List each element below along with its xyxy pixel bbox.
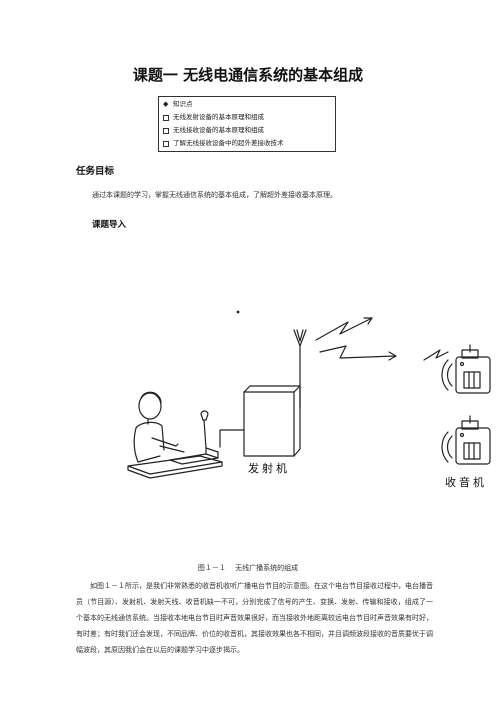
stray-dot [236, 310, 240, 314]
task-goal-text: 通过本课题的学习，掌握无线通信系统的基本组成，了解超外差接收基本原理。 [92, 191, 337, 199]
body-paragraph: 如图１－１所示，是我们非常熟悉的收音机收听广播电台节目的示意图。在这个电台节目接… [76, 582, 433, 654]
knowledge-item: 无线发射设备的基本原理和组成 [163, 111, 331, 124]
radio-wave-bolt-icon [319, 345, 397, 359]
transmitter-cabinet [243, 391, 295, 457]
desk-front [127, 461, 223, 479]
task-goal-heading: 任务目标 [76, 166, 115, 177]
knowledge-item: 无线接收设备的基本原理和组成 [163, 124, 331, 137]
radio-receiver-icon [441, 415, 491, 465]
knowledge-item-text: 无线发射设备的基本原理和组成 [173, 113, 264, 121]
checkbox-icon [163, 140, 169, 147]
microphone-icon [200, 410, 209, 449]
intro-heading: 课题导入 [92, 220, 127, 230]
checkbox-icon [163, 127, 169, 134]
transmitter-top [243, 385, 301, 393]
page-title: 课题一 无线电通信系统的基本组成 [132, 66, 364, 84]
knowledge-item-text: 了解无线接收设备中的超外差接收技术 [173, 139, 284, 147]
radio-wave-bolt-icon [315, 317, 373, 341]
antenna-icon [293, 329, 307, 347]
knowledge-item: 了解无线接收设备中的超外差接收技术 [163, 137, 331, 150]
knowledge-heading-row: ◆ 知识点 [163, 98, 331, 111]
announcer-figure [133, 391, 185, 463]
transmitter-side [293, 385, 301, 457]
broadcast-system-figure: 发射机 收音机 [127, 310, 491, 489]
radio-wave-bolt-icon [423, 349, 449, 361]
transmitter-label: 发射机 [248, 461, 290, 475]
transmitter-cable [219, 429, 245, 448]
knowledge-heading: 知识点 [173, 100, 193, 108]
diamond-bullet-icon: ◆ [163, 100, 169, 108]
figure-caption: 图１－１ 无线广播系统的组成 [197, 564, 299, 572]
knowledge-box: ◆ 知识点 无线发射设备的基本原理和组成 无线接收设备的基本原理和组成 了解无线… [158, 96, 336, 152]
radio-receiver-icon [441, 344, 491, 394]
checkbox-icon [163, 114, 169, 121]
receiver-label: 收音机 [445, 475, 487, 489]
knowledge-item-text: 无线接收设备的基本原理和组成 [173, 126, 264, 134]
console-back [205, 447, 219, 459]
console [169, 453, 219, 465]
